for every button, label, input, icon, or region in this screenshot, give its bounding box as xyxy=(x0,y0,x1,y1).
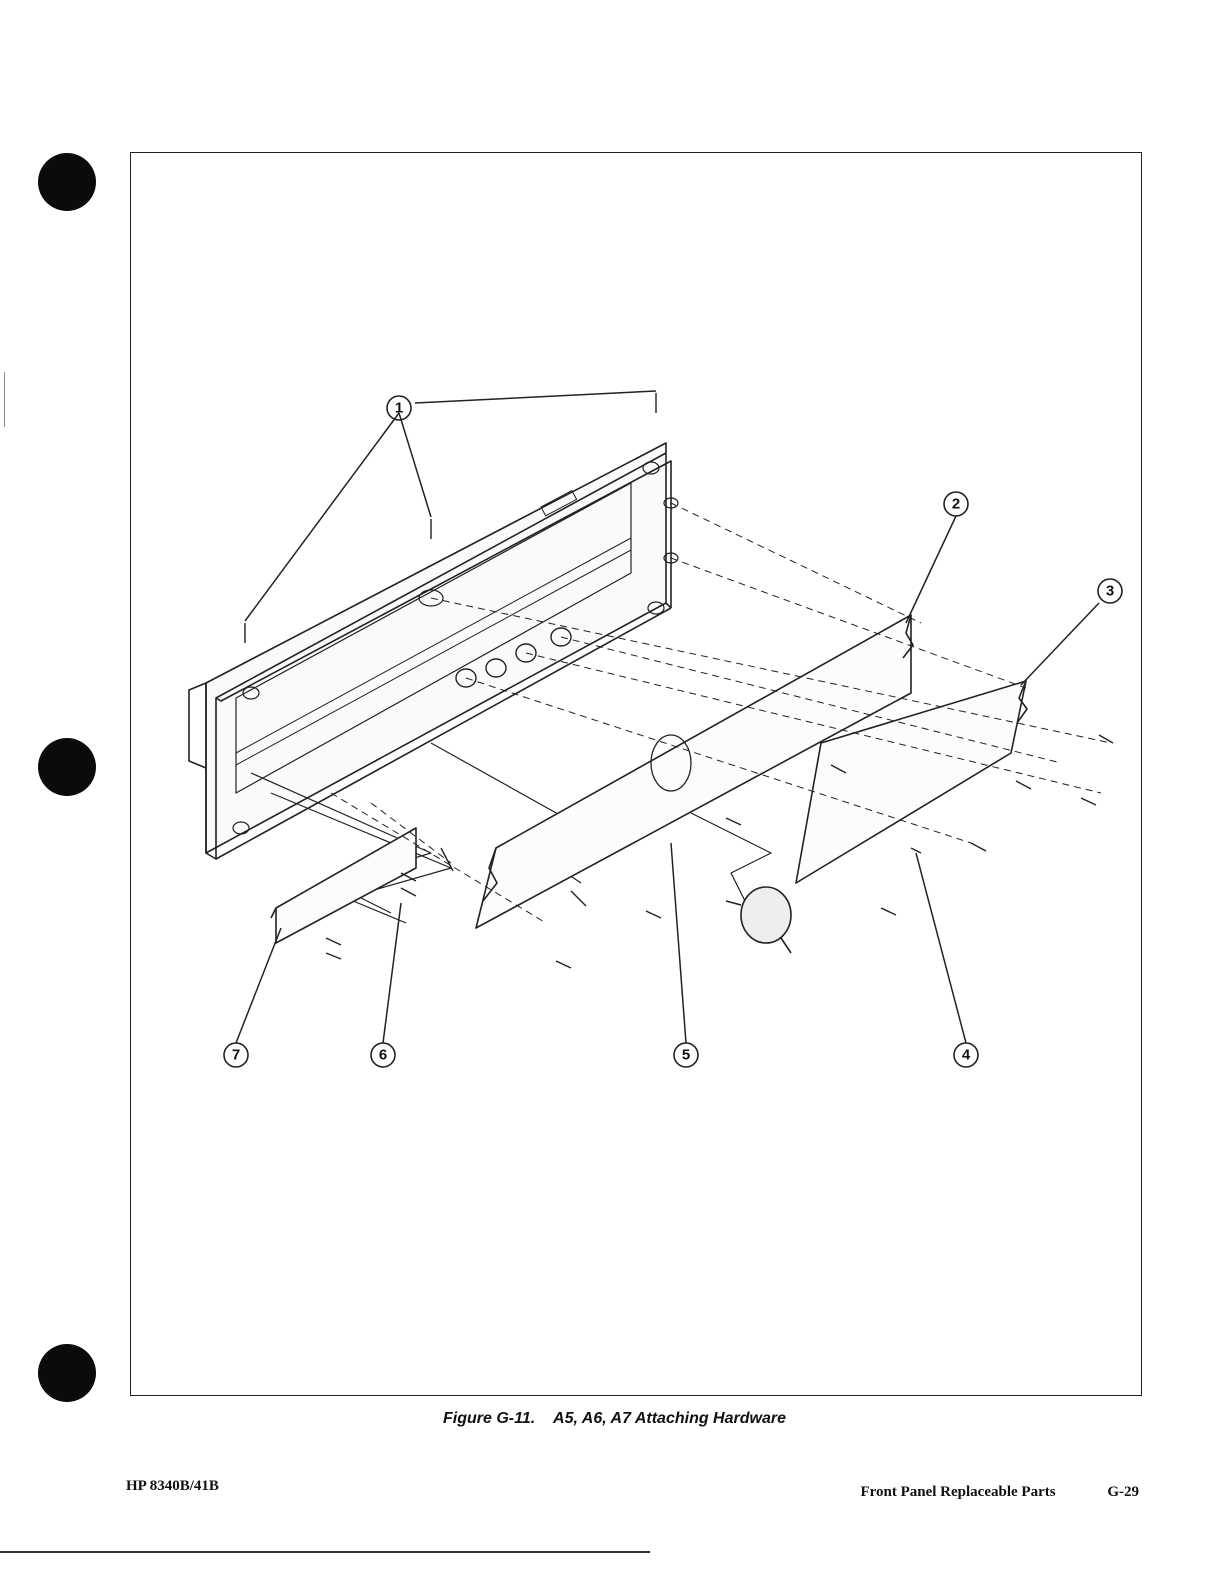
binder-hole xyxy=(38,738,96,796)
callout-4: 4 xyxy=(962,1047,971,1064)
footer-section: Front Panel Replaceable Parts xyxy=(860,1484,1055,1500)
page-edge-mark xyxy=(4,372,5,427)
callout-3: 3 xyxy=(1106,583,1114,600)
callout-1: 1 xyxy=(395,400,403,417)
callout-2: 2 xyxy=(952,496,960,513)
exploded-view-diagram: 1 2 3 4 5 6 7 xyxy=(131,153,1143,1397)
callout-7: 7 xyxy=(232,1047,240,1064)
page-number: G-29 xyxy=(1107,1484,1139,1500)
figure-frame: 1 2 3 4 5 6 7 xyxy=(130,152,1142,1396)
footer-right: Front Panel Replaceable Parts G-29 xyxy=(860,1484,1139,1501)
binder-hole xyxy=(38,153,96,211)
figure-title: A5, A6, A7 Attaching Hardware xyxy=(553,1410,786,1427)
board-a7 xyxy=(271,828,416,943)
footer-manual: HP 8340B/41B xyxy=(126,1478,219,1495)
bottom-rule xyxy=(0,1551,650,1553)
callout-6: 6 xyxy=(379,1047,387,1064)
binder-hole xyxy=(38,1344,96,1402)
potentiometer xyxy=(726,887,791,953)
callout-5: 5 xyxy=(682,1047,690,1064)
figure-caption: Figure G-11. A5, A6, A7 Attaching Hardwa… xyxy=(0,1410,1229,1428)
figure-number: Figure G-11. xyxy=(443,1410,535,1427)
